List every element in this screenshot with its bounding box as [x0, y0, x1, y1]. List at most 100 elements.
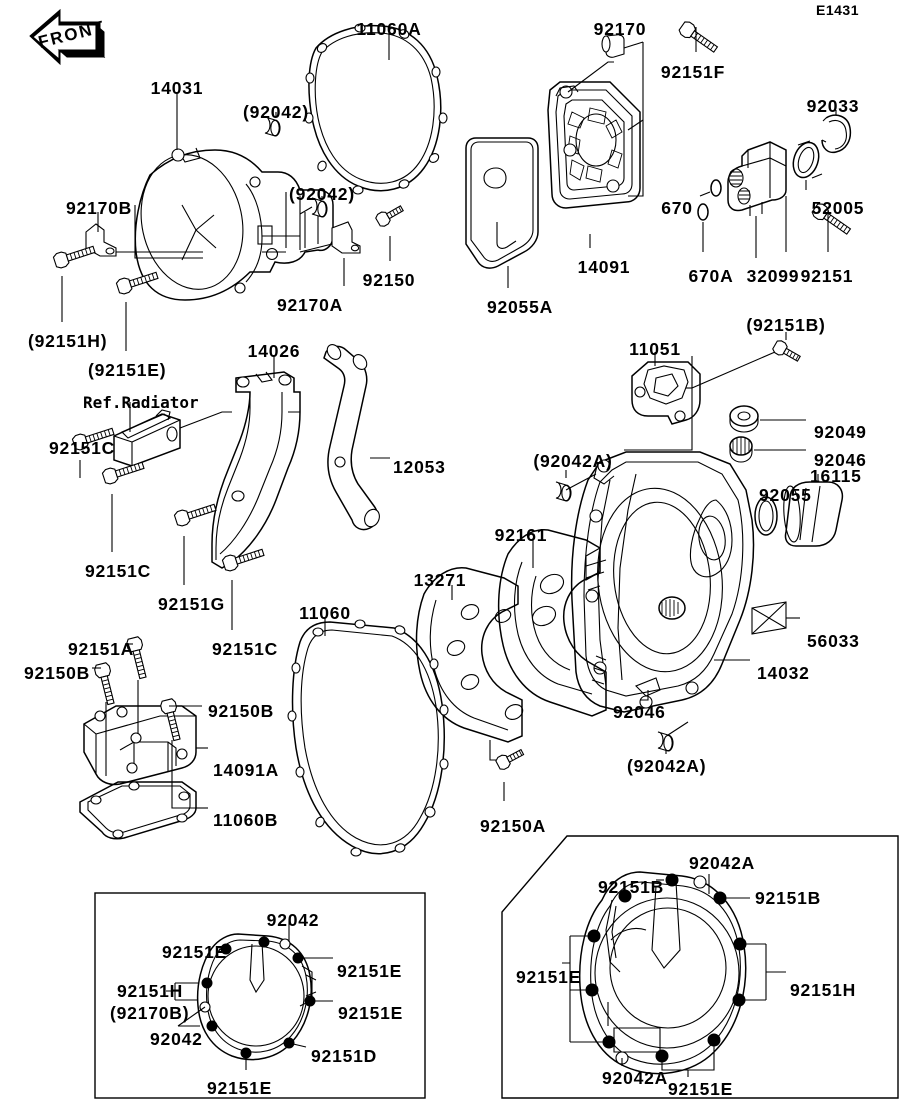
part-label-l22: 92151C [49, 438, 116, 458]
part-14091-cover [547, 61, 641, 248]
part-11060-gasket [287, 618, 449, 857]
inset-right-label-ir5: 92151E [516, 967, 582, 987]
part-11060B-gasket [79, 781, 208, 840]
inset-right-label-ir6: 92042A [602, 1068, 669, 1088]
part-label-l11: 92151F [660, 62, 726, 82]
part-label-l37: 92046 [613, 702, 666, 722]
part-label-l31: 16115 [810, 466, 862, 486]
part-label-l02: (92042) [243, 102, 309, 122]
part-92150A-bolt [494, 745, 527, 772]
inset-left-label-il4: 92151H [117, 981, 184, 1001]
part-label-l15: 52005 [811, 198, 865, 218]
part-92049-washer [729, 405, 806, 433]
part-92170A-clamp [299, 221, 361, 286]
part-label-l04: 92170B [66, 198, 133, 218]
inset-left-label-il9: 92151E [207, 1078, 273, 1098]
inset-left-label-il6: 92151E [338, 1003, 404, 1023]
part-label-l14: 92033 [806, 96, 860, 116]
ref-radiator-bracket [113, 402, 232, 467]
part-label-l25: 92151C [212, 639, 279, 659]
inset-left-label-il8: 92151D [311, 1046, 378, 1066]
part-label-l28: (92151B) [746, 315, 826, 335]
part-label-l19: 92151 [800, 266, 854, 286]
inset-left-label-il2: 92151E [162, 942, 228, 962]
part-12053-guide-rail [323, 344, 390, 531]
part-label-l34: 92161 [494, 525, 548, 545]
part-label-l43: 92150B [24, 663, 91, 683]
inset-left-label-il5: (92170B) [110, 1003, 190, 1023]
part-label-l39: 13271 [413, 570, 467, 590]
part-670A-oring [697, 203, 709, 252]
inset-left-label-il7: 92042 [150, 1029, 203, 1049]
inset-right-label-ir3: 92151B [755, 888, 822, 908]
part-670-oring [699, 179, 722, 197]
part-92151C-bolt-2 [101, 457, 146, 486]
part-label-l20: 14026 [247, 341, 301, 361]
part-16115-cap [783, 474, 844, 547]
part-label-l08: 92150 [362, 270, 416, 290]
part-92151F-bolt [677, 19, 721, 57]
part-label-l40: 11060 [299, 603, 351, 623]
part-92046-bearing-upper [729, 436, 806, 463]
part-92170-grommet [601, 30, 644, 58]
part-label-l18: 32099 [746, 266, 800, 286]
inset-right-label-ir4: 92151H [790, 980, 857, 1000]
part-52005-oil-seal [792, 140, 823, 190]
part-92055A-gasket [465, 137, 539, 288]
part-92033-circlip [821, 110, 852, 154]
part-label-l27: 11051 [629, 339, 681, 359]
part-92151B-bolt [771, 338, 803, 366]
inset-right-cover-outline [578, 871, 747, 1075]
part-92150-bolt [374, 201, 406, 229]
part-label-l23: 92151C [85, 561, 152, 581]
part-label-l26: 12053 [393, 457, 446, 477]
part-label-l16: 670 [661, 198, 693, 218]
part-56033-label-plate [751, 601, 800, 635]
part-92055-oring [754, 492, 778, 536]
part-14031-alternator-cover [89, 92, 334, 301]
inset-right-box [501, 835, 899, 1099]
part-14026-chain-guide [211, 355, 301, 569]
part-label-l30: 92046 [814, 450, 867, 470]
part-92151C-bolt-3 [221, 544, 266, 573]
part-label-l36: 14032 [757, 663, 810, 683]
part-label-l41: 92150A [480, 816, 547, 836]
part-92150B-bolt-1 [93, 661, 119, 707]
part-32099-oil-pump [727, 141, 787, 258]
part-92150B-bolt-2 [159, 697, 185, 743]
part-label-l32: 92055 [759, 485, 812, 505]
inset-right-label-ir2: 92151B [598, 877, 665, 897]
inset-left-label-il3: 92151E [337, 961, 403, 981]
part-14091A-cover [83, 705, 208, 786]
part-label-l33: (92042A) [533, 451, 613, 471]
part-11051-bracket [631, 352, 701, 425]
part-label-l09: 11060A [356, 19, 422, 39]
part-label-l17: 670A [688, 266, 734, 286]
part-label-l44: 92150B [208, 701, 275, 721]
part-92170B-clamp [85, 212, 203, 257]
part-label-l07: 92170A [276, 295, 344, 315]
inset-right-label-ir7: 92151E [668, 1079, 734, 1099]
part-label-l05: (92151H) [28, 331, 108, 351]
part-label-l21: Ref.Radiator [83, 393, 199, 412]
part-label-l01: 14031 [150, 78, 204, 98]
part-label-l12: 14091 [577, 257, 631, 277]
part-label-l10: 92170 [593, 19, 647, 39]
part-label-l38: (92042A) [627, 756, 707, 776]
part-label-l13: 92055A [486, 297, 554, 317]
front-direction-badge: FRONT [29, 8, 107, 66]
diagram-code: E1431 [816, 2, 859, 18]
part-92161-damper [497, 529, 607, 717]
part-label-l06: (92151E) [88, 360, 167, 380]
inset-left-box [94, 892, 426, 1099]
part-label-l24: 92151G [158, 594, 226, 614]
part-14032-clutch-cover [570, 451, 755, 713]
part-label-l29: 92049 [814, 422, 867, 442]
part-92151E-bolt [115, 267, 160, 296]
part-92042A-dowel-lower [657, 731, 674, 752]
part-label-l45: 14091A [213, 760, 280, 780]
part-label-l03: (92042) [289, 184, 355, 204]
part-11060A-gasket [304, 23, 448, 195]
